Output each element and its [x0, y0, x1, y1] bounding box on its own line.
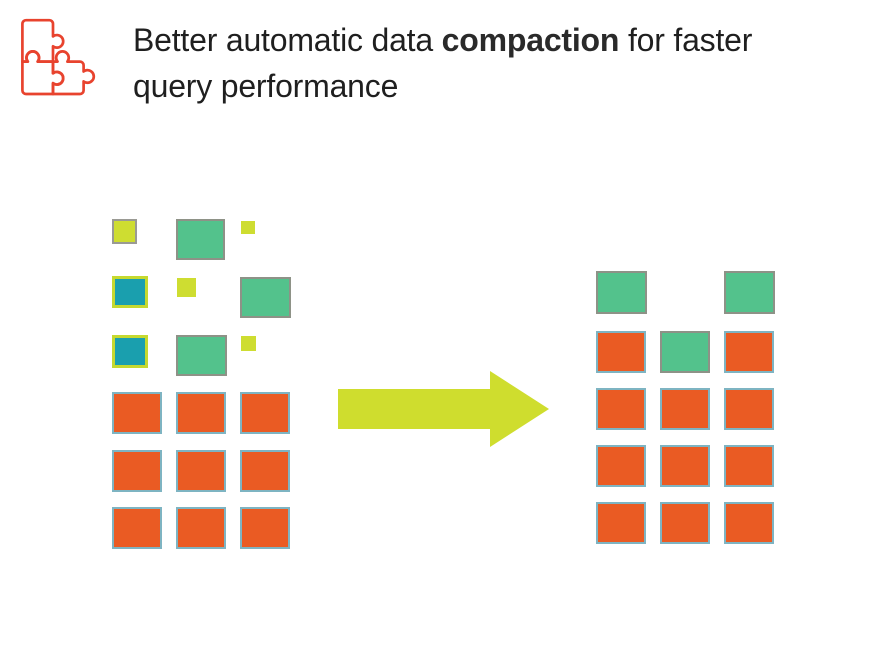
file-square-orange	[112, 450, 162, 492]
compacted-square-orange	[724, 445, 774, 487]
fragment-square-green	[240, 277, 291, 318]
title-emphasis: compaction	[441, 22, 620, 58]
compacted-square-orange	[596, 331, 646, 373]
fragment-square-yellow-tiny	[241, 221, 255, 234]
compacted-square-green	[660, 331, 710, 373]
slide-title-line2: query performance	[133, 68, 399, 104]
slide-title: Better automatic data compaction for fas…	[133, 17, 873, 109]
arrow-right-shape	[338, 371, 549, 447]
compacted-square-orange	[596, 502, 646, 544]
fragment-square-teal	[112, 335, 148, 368]
fragment-square-teal	[112, 276, 148, 308]
compaction-arrow-right-icon	[338, 371, 549, 447]
file-square-orange	[240, 392, 290, 434]
file-square-orange	[176, 507, 226, 549]
compacted-square-green	[724, 271, 775, 314]
fragment-square-yellow-tiny	[241, 336, 256, 351]
compacted-square-orange	[596, 445, 646, 487]
compacted-square-orange	[724, 502, 774, 544]
compacted-square-green	[596, 271, 647, 314]
fragment-square-yellow-small	[112, 219, 137, 244]
compacted-square-orange	[660, 388, 710, 430]
fragment-square-green	[176, 335, 227, 376]
compacted-square-orange	[660, 445, 710, 487]
title-text: Better automatic data	[133, 22, 442, 58]
compacted-square-orange	[660, 502, 710, 544]
file-square-orange	[112, 507, 162, 549]
file-square-orange	[240, 450, 290, 492]
slide-title-line1: Better automatic data compaction for fas…	[133, 17, 873, 63]
fragment-square-yellow-tiny	[177, 278, 196, 297]
compacted-square-orange	[724, 388, 774, 430]
fragment-square-green	[176, 219, 225, 260]
file-square-orange	[112, 392, 162, 434]
file-square-orange	[240, 507, 290, 549]
compacted-square-orange	[596, 388, 646, 430]
file-square-orange	[176, 392, 226, 434]
puzzle-icon-strokes	[21, 18, 96, 96]
file-square-orange	[176, 450, 226, 492]
compacted-square-orange	[724, 331, 774, 373]
title-text: for faster	[619, 22, 753, 58]
puzzle-icon	[8, 12, 98, 104]
